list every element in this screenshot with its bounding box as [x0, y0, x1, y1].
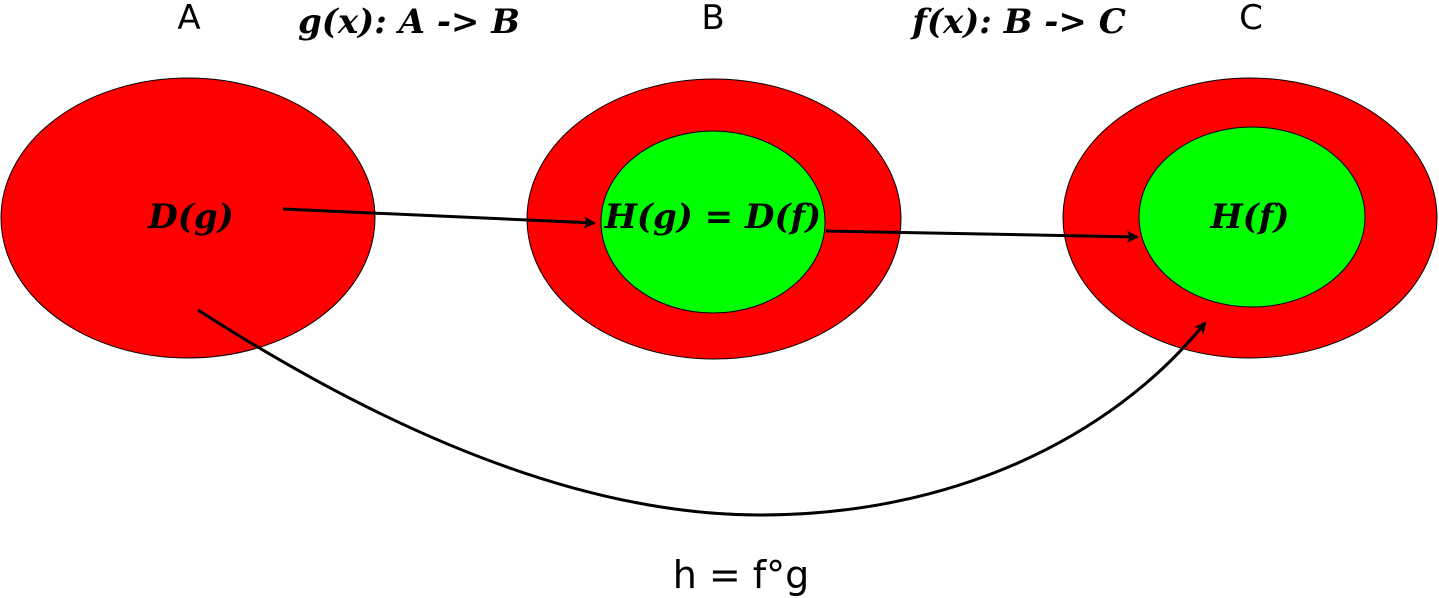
- arrow-f: [825, 229, 1139, 243]
- range-f-label: H(f): [1210, 197, 1290, 237]
- function-g-label: g(x): A -> B: [298, 2, 520, 42]
- range-g-domain-f-label: H(g) = D(f): [604, 197, 822, 237]
- range-g-domain-f-ellipse: [600, 130, 826, 314]
- set-a-label: A: [177, 0, 200, 38]
- range-f-ellipse: [1138, 126, 1366, 308]
- set-b-label: B: [701, 0, 724, 38]
- function-f-label: f(x): B -> C: [910, 2, 1126, 42]
- arrow-h: [197, 308, 1207, 517]
- domain-g-label: D(g): [147, 197, 233, 237]
- set-c-label: C: [1239, 0, 1263, 38]
- arrow-g: [282, 207, 596, 229]
- set-a-ellipse: [0, 77, 376, 359]
- composition-label: h = f°g: [673, 553, 810, 597]
